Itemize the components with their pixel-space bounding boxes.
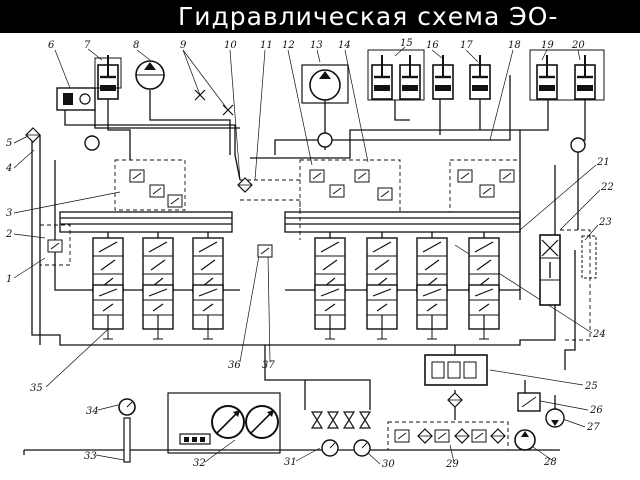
callout-7: 7 <box>84 40 91 51</box>
callout-8: 8 <box>133 40 139 51</box>
hydraulic-schematic: 6 7 8 9 10 11 12 13 14 15 16 17 18 19 20… <box>5 38 614 470</box>
callout-12: 12 <box>282 40 295 51</box>
cylinder-17 <box>468 53 492 101</box>
callout-24: 24 <box>592 329 606 340</box>
callout-16: 16 <box>426 40 439 51</box>
cylinder-7 <box>94 53 122 101</box>
callout-26: 26 <box>589 405 603 416</box>
valve-22 <box>539 234 561 306</box>
valve-26 <box>517 392 541 412</box>
cylinder-15a <box>370 53 394 101</box>
gauge-30 <box>353 439 371 457</box>
callout-19: 19 <box>541 40 554 51</box>
throttle-9 <box>194 89 234 116</box>
callout-31: 31 <box>284 457 297 468</box>
callout-9: 9 <box>180 40 187 51</box>
callout-30: 30 <box>382 459 395 470</box>
callout-23: 23 <box>598 217 612 228</box>
callout-29: 29 <box>445 459 459 470</box>
pump-28 <box>514 429 536 451</box>
pump-unit-32 <box>167 392 281 454</box>
callout-35: 35 <box>30 383 43 394</box>
pump-27 <box>545 408 565 428</box>
callout-17: 17 <box>460 40 473 51</box>
control-block-18 <box>457 169 515 198</box>
callout-37: 37 <box>262 360 275 371</box>
cylinder-20 <box>573 53 597 101</box>
cylinder-15b <box>398 53 422 101</box>
callout-32: 32 <box>193 458 206 469</box>
callout-21: 21 <box>596 157 610 168</box>
page-title: Гидравлическая схема ЭО- <box>178 2 559 31</box>
valve-set <box>310 411 372 429</box>
callout-27: 27 <box>586 422 600 433</box>
callout-6: 6 <box>48 40 55 51</box>
callout-11: 11 <box>260 40 273 51</box>
callout-18: 18 <box>508 40 521 51</box>
cylinder-16 <box>431 53 455 101</box>
callout-14: 14 <box>338 40 351 51</box>
pump-13 <box>309 69 341 101</box>
callout-1: 1 <box>6 274 12 285</box>
callout-34: 34 <box>86 406 99 417</box>
gauge-31 <box>321 439 339 457</box>
callout-5: 5 <box>6 138 12 149</box>
control-block-12-14 <box>309 169 393 201</box>
valve-bank-left <box>92 237 224 340</box>
gauge-34 <box>118 398 136 463</box>
pump-8 <box>135 60 165 90</box>
callout-28: 28 <box>543 457 557 468</box>
callout-4: 4 <box>5 163 12 174</box>
callout-33: 33 <box>84 451 97 462</box>
callout-2: 2 <box>5 229 12 240</box>
filter-block-25 <box>424 354 488 408</box>
callout-20: 20 <box>571 40 585 51</box>
callout-13: 13 <box>310 40 323 51</box>
callout-3: 3 <box>6 208 12 219</box>
callout-labels: 6 7 8 9 10 11 12 13 14 15 16 17 18 19 20… <box>5 38 614 470</box>
control-block-3 <box>129 169 183 208</box>
valve-bank-right <box>314 237 500 340</box>
cylinder-19 <box>535 53 559 101</box>
callout-10: 10 <box>224 40 237 51</box>
callout-25: 25 <box>584 381 598 392</box>
title-bar: Гидравлическая схема ЭО- <box>0 0 640 33</box>
callout-36: 36 <box>228 360 241 371</box>
filter-block-29 <box>387 421 509 451</box>
callout-15: 15 <box>400 38 413 49</box>
callout-22: 22 <box>600 182 614 193</box>
component-6 <box>56 87 96 111</box>
